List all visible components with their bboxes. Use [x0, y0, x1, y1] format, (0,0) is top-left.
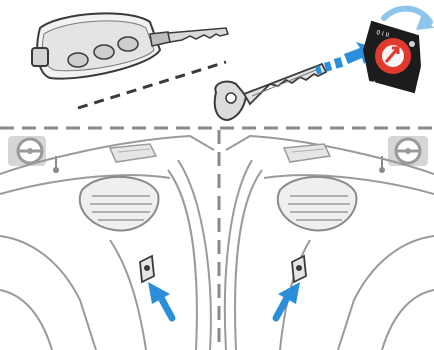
rotate-arrow-icon — [384, 9, 434, 30]
air-vent-icon — [278, 177, 357, 231]
unlock-button-icon — [118, 37, 138, 51]
mechanical-key-blade-icon — [215, 64, 326, 120]
lock-button-icon — [68, 53, 88, 67]
door-lock-icon — [140, 256, 154, 282]
ignition-switch-icon: 0 I II 0 · · · · · — [364, 22, 420, 92]
pointer-arrow-icon — [276, 282, 300, 318]
car-key-fob-icon — [32, 13, 228, 78]
trunk-button-icon — [94, 45, 114, 59]
left-hand-drive-panel — [0, 136, 214, 350]
door-lock-icon — [292, 256, 306, 282]
pointer-arrow-icon — [148, 282, 172, 318]
air-vent-icon — [80, 177, 159, 231]
right-hand-drive-panel — [225, 136, 434, 350]
